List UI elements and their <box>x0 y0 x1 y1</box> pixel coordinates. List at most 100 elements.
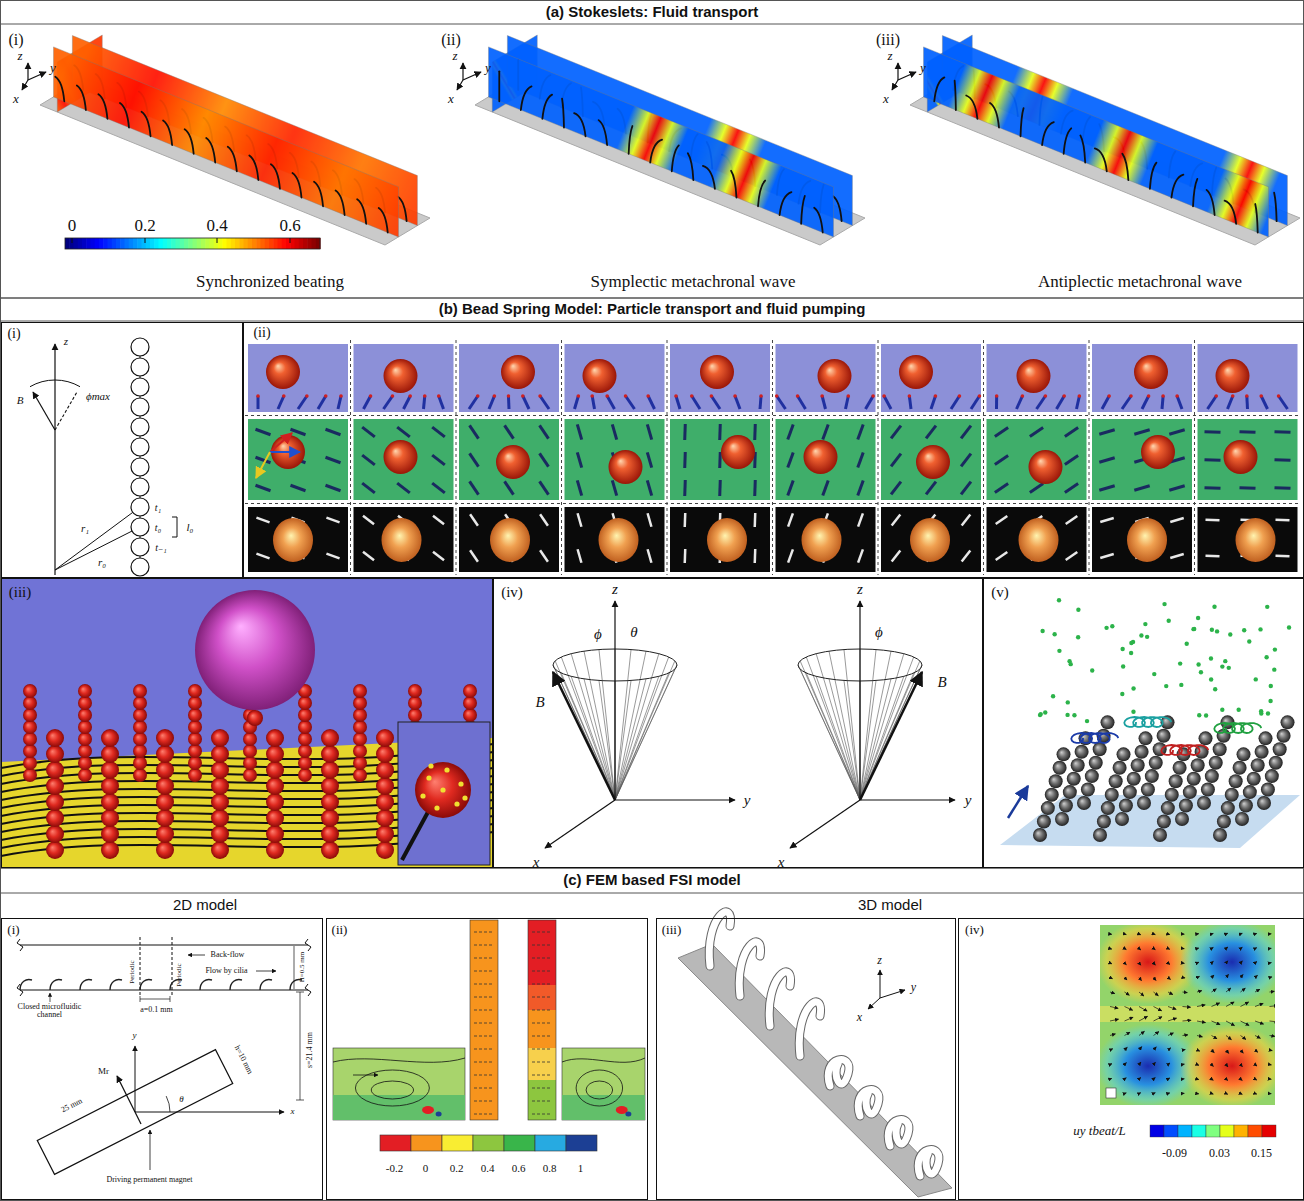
axis-label: y <box>744 792 751 809</box>
cargo-sphere <box>1029 450 1063 484</box>
velocity-arrow <box>1226 1021 1235 1026</box>
cargo-sphere <box>1216 359 1250 393</box>
cilium-bar <box>1162 396 1163 409</box>
angle-arc <box>166 1096 170 1112</box>
colorbar-cell <box>142 238 147 249</box>
colorbar-cell <box>159 238 164 249</box>
cargo-photo <box>1236 518 1276 562</box>
bead <box>156 729 174 747</box>
experiment-frame <box>248 507 348 572</box>
inset-bead <box>415 762 471 818</box>
velocity-arrow <box>1139 1062 1141 1064</box>
cilium-bar <box>540 453 549 466</box>
row-separator <box>245 503 1300 504</box>
cilium-bar <box>926 482 936 495</box>
cilium-bar <box>858 480 863 495</box>
annotation: Driving permanent magnet <box>106 1175 192 1184</box>
velocity-arrow <box>1154 1032 1159 1036</box>
axis-label: z <box>877 954 882 967</box>
simulation-plan-view <box>1198 419 1298 500</box>
cargo-photo <box>1019 518 1059 562</box>
streamline <box>333 1058 465 1062</box>
axis-label: z <box>17 49 22 63</box>
section-heading: (c) FEM based FSI model <box>563 872 741 889</box>
cilium-bar <box>788 424 793 439</box>
cilium-bar <box>1275 458 1291 462</box>
cilium-bar <box>612 424 616 439</box>
colorbar-cell <box>222 238 227 249</box>
cargo-sphere <box>804 440 838 474</box>
axis-label: x <box>448 92 454 106</box>
cilium-bar <box>540 481 549 494</box>
streamline <box>562 1058 645 1062</box>
velocity-profile-dash <box>532 971 552 972</box>
axis-label: x <box>13 92 19 106</box>
velocity-arrow <box>1168 1018 1177 1021</box>
panel-label: (ii) <box>253 325 270 340</box>
cilium-rod <box>470 550 478 562</box>
tick-label: 0.03 <box>1209 1147 1230 1160</box>
adhesion-site <box>462 795 467 800</box>
bead <box>266 825 284 843</box>
velocity-arrow <box>1197 991 1202 992</box>
experiment-frame <box>881 507 981 572</box>
colorbar-cell <box>180 238 185 249</box>
velocity-arrow <box>1183 1034 1188 1036</box>
axis-label: r₁ <box>81 522 89 534</box>
velocity-arrow <box>1183 1006 1191 1008</box>
axis-label: B <box>17 394 24 406</box>
velocity-profile-dash <box>474 958 494 959</box>
velocity-arrow <box>1226 1093 1228 1095</box>
section-frame <box>1 868 1304 1201</box>
colorbar-cell <box>197 238 202 249</box>
velocity-arrow <box>1125 1032 1130 1035</box>
colorbar-cell <box>566 1135 597 1151</box>
cilium <box>271 164 280 189</box>
cilium-tip <box>1161 394 1165 398</box>
particle-transport-frames <box>245 340 1300 575</box>
cilium-bar <box>612 480 616 495</box>
cilium-bar <box>257 396 260 409</box>
cilium-bar <box>1261 396 1267 409</box>
cilium-bar <box>823 480 828 495</box>
tracer-particle <box>1139 633 1143 637</box>
bead <box>247 710 263 726</box>
cilium-tip <box>324 394 328 398</box>
velocity-arrow <box>1255 962 1257 963</box>
position-vector <box>55 531 132 570</box>
frame-separator <box>1089 340 1090 575</box>
bead <box>156 761 174 779</box>
velocity-slice <box>54 47 399 237</box>
cilium-tip <box>995 394 999 398</box>
cilium-bar <box>760 396 761 409</box>
velocity-arrow <box>1197 1021 1206 1023</box>
velocity-profile-dash <box>532 997 552 998</box>
tracer-particle <box>1268 699 1272 703</box>
row-separator <box>245 415 1300 416</box>
tracer-particle <box>1196 662 1200 666</box>
axis-label: y <box>911 981 916 994</box>
tracer-particle <box>1039 712 1043 716</box>
bead <box>1183 785 1197 799</box>
figure-panel: (ii) <box>243 322 1304 578</box>
experiment-frame <box>670 507 770 572</box>
cilium-bar <box>1228 396 1233 409</box>
cilium-bar <box>823 424 828 439</box>
colorbar-cell <box>193 238 198 249</box>
ribbon-edge <box>799 1002 820 1056</box>
tracer-particle <box>1265 605 1269 609</box>
simulation-top-view <box>881 344 981 412</box>
bead <box>1257 796 1271 810</box>
tracer-particle <box>1066 700 1070 704</box>
velocity-bar-segment <box>528 920 556 985</box>
high-velocity-spot <box>436 1112 442 1117</box>
velocity-profile-dash <box>532 958 552 959</box>
tracer-particle <box>1212 605 1216 609</box>
tracer-particle <box>1110 624 1114 628</box>
section-band: (a) Stokeslets: Fluid transport(i)zyx00.… <box>0 0 1304 298</box>
cargo-sphere <box>195 590 315 710</box>
velocity-arrow <box>1110 1063 1112 1065</box>
cilium <box>163 120 172 145</box>
helix-trajectory <box>1214 723 1261 733</box>
velocity-arrow <box>1255 947 1257 949</box>
